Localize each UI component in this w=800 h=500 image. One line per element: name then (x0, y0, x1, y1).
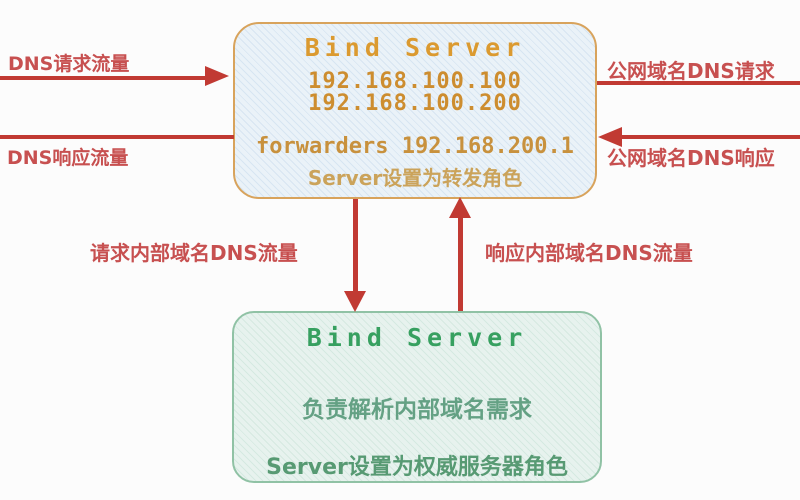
public-dns-request-line (597, 81, 800, 85)
dns-request-arrow-line (0, 76, 206, 80)
authoritative-server-title: Bind Server (306, 323, 528, 352)
internal-request-label: 请求内部域名DNS流量 (90, 241, 298, 265)
forwarder-server-box: Bind Server 192.168.100.100 192.168.100.… (233, 22, 597, 199)
internal-request-arrow-line (353, 199, 358, 293)
authoritative-server-box: Bind Server 负责解析内部域名需求 Server设置为权威服务器角色 (232, 311, 602, 483)
internal-response-arrow-line (458, 216, 463, 311)
authoritative-desc-text: 负责解析内部域名需求 (302, 397, 532, 423)
public-dns-request-label: 公网域名DNS请求 (607, 59, 775, 83)
dns-response-arrow-line (0, 135, 234, 139)
public-dns-response-label: 公网域名DNS响应 (607, 146, 775, 170)
forwarders-setting: forwarders 192.168.200.1 (256, 134, 574, 159)
forwarder-role-text: Server设置为转发角色 (307, 166, 523, 190)
public-dns-response-line (618, 135, 800, 139)
forwarder-server-title: Bind Server (304, 33, 526, 62)
forwarder-ip-2: 192.168.100.200 (308, 91, 522, 116)
arrow-up-icon (449, 197, 471, 218)
authoritative-role-text: Server设置为权威服务器角色 (266, 455, 568, 480)
arrow-left-icon (598, 127, 622, 147)
internal-response-label: 响应内部域名DNS流量 (485, 241, 693, 265)
arrow-right-icon (205, 66, 229, 86)
dns-request-label: DNS请求流量 (8, 53, 130, 75)
arrow-down-icon (344, 291, 366, 312)
dns-response-label: DNS响应流量 (7, 147, 129, 169)
forwarder-ip-1: 192.168.100.100 (308, 69, 522, 94)
